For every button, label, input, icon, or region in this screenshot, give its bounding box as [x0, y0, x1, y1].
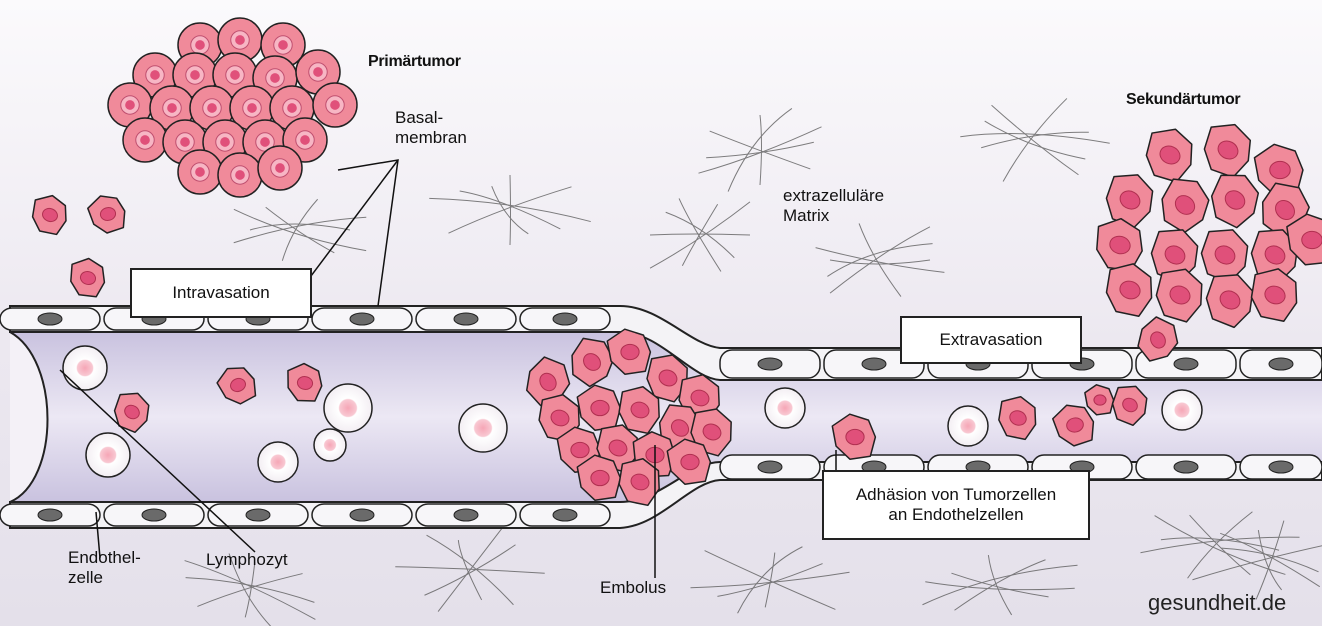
matrix-fiber	[705, 551, 836, 610]
lymphocyte	[314, 429, 346, 461]
tumor-cell	[313, 83, 357, 127]
matrix-fiber	[510, 175, 511, 245]
extravasation-box: Extravasation	[900, 316, 1082, 364]
matrix-fiber	[250, 224, 350, 230]
matrix-fiber	[830, 227, 930, 293]
endothelial-nucleus	[553, 509, 577, 521]
tumor-cell	[218, 153, 262, 197]
endothelial-nucleus	[246, 509, 270, 521]
intravasation-box: Intravasation	[130, 268, 312, 318]
lymphocyte	[324, 384, 372, 432]
endothelial-nucleus	[758, 461, 782, 473]
endothelial-nucleus	[454, 313, 478, 325]
adhesion-box: Adhäsion von Tumorzellen an Endothelzell…	[822, 470, 1090, 540]
matrix-fiber	[266, 207, 335, 253]
matrix-fiber	[954, 560, 1045, 611]
tumor-cell	[178, 150, 222, 194]
adhesion-label: Adhäsion von Tumorzellen an Endothelzell…	[856, 485, 1056, 525]
matrix-fiber	[985, 121, 1086, 159]
matrix-fiber	[816, 248, 945, 273]
matrix-fiber	[682, 204, 717, 266]
tumor-cell	[1242, 262, 1305, 326]
tumor-nucleus	[571, 442, 589, 457]
extravasation-label: Extravasation	[940, 330, 1043, 350]
matrix-fiber	[282, 199, 317, 261]
watermark: gesundheit.de	[1148, 590, 1286, 616]
tumor-cell	[1095, 165, 1162, 233]
basal-membrane-label: Basal- membran	[395, 108, 467, 148]
tumor-nucleus	[1301, 231, 1322, 249]
tumor-cell	[1194, 115, 1261, 183]
extracellular-matrix-label: extrazelluläre Matrix	[783, 186, 884, 226]
secondary-tumor-label: Sekundärtumor	[1126, 90, 1240, 110]
endothelial-nucleus	[142, 509, 166, 521]
lymphocyte	[1162, 390, 1202, 430]
lymphocyte	[86, 433, 130, 477]
endothelial-nucleus	[350, 509, 374, 521]
endothelial-nucleus	[350, 313, 374, 325]
tumor-nucleus	[621, 344, 639, 359]
matrix-fiber	[765, 553, 775, 608]
matrix-fiber	[710, 131, 811, 169]
tumor-cell	[86, 192, 128, 235]
lymphocyte	[948, 406, 988, 446]
intravasation-label: Intravasation	[172, 283, 269, 303]
endothelial-nucleus	[553, 313, 577, 325]
endothelial-nucleus	[38, 509, 62, 521]
tumor-cell	[26, 191, 73, 239]
matrix-fiber	[859, 223, 901, 296]
matrix-fiber	[992, 105, 1079, 175]
tumor-nucleus	[591, 470, 609, 485]
tumor-cell	[123, 118, 167, 162]
endothelial-nucleus	[1174, 461, 1198, 473]
embolus-label: Embolus	[600, 578, 666, 598]
tumor-nucleus	[1270, 161, 1291, 178]
tumor-cell	[65, 255, 109, 301]
lymphocyte	[258, 442, 298, 482]
tumor-nucleus	[681, 454, 699, 469]
primary-tumor-label: Primärtumor	[368, 52, 461, 72]
tumor-nucleus	[846, 429, 864, 444]
endothelial-nucleus	[38, 313, 62, 325]
lymphocyte	[63, 346, 107, 390]
lymphocyte-label: Lymphozyt	[206, 550, 288, 570]
endothelial-nucleus	[1174, 358, 1198, 370]
matrix-fiber	[666, 212, 735, 258]
tumor-nucleus	[591, 400, 609, 415]
basal-membrane-line	[338, 160, 398, 306]
endothelial-nucleus	[1269, 358, 1293, 370]
tumor-nucleus	[1094, 395, 1106, 405]
matrix-fiber	[760, 115, 762, 185]
matrix-fiber	[925, 582, 1074, 590]
matrix-fiber	[197, 574, 302, 607]
tumor-cell	[1149, 169, 1219, 239]
matrix-fiber	[1155, 516, 1286, 575]
tumor-cell	[1089, 214, 1149, 275]
endothelial-cell-label: Endothel- zelle	[68, 548, 141, 588]
matrix-fiber	[1221, 548, 1318, 572]
matrix-fiber	[245, 563, 255, 618]
tumor-cell	[1136, 121, 1201, 187]
matrix-fiber	[827, 244, 932, 277]
lymphocyte	[459, 404, 507, 452]
endothelial-nucleus	[454, 509, 478, 521]
lymphocyte	[765, 388, 805, 428]
endothelial-nucleus	[1269, 461, 1293, 473]
tumor-cell	[258, 146, 302, 190]
endothelial-nucleus	[862, 358, 886, 370]
endothelial-nucleus	[758, 358, 782, 370]
